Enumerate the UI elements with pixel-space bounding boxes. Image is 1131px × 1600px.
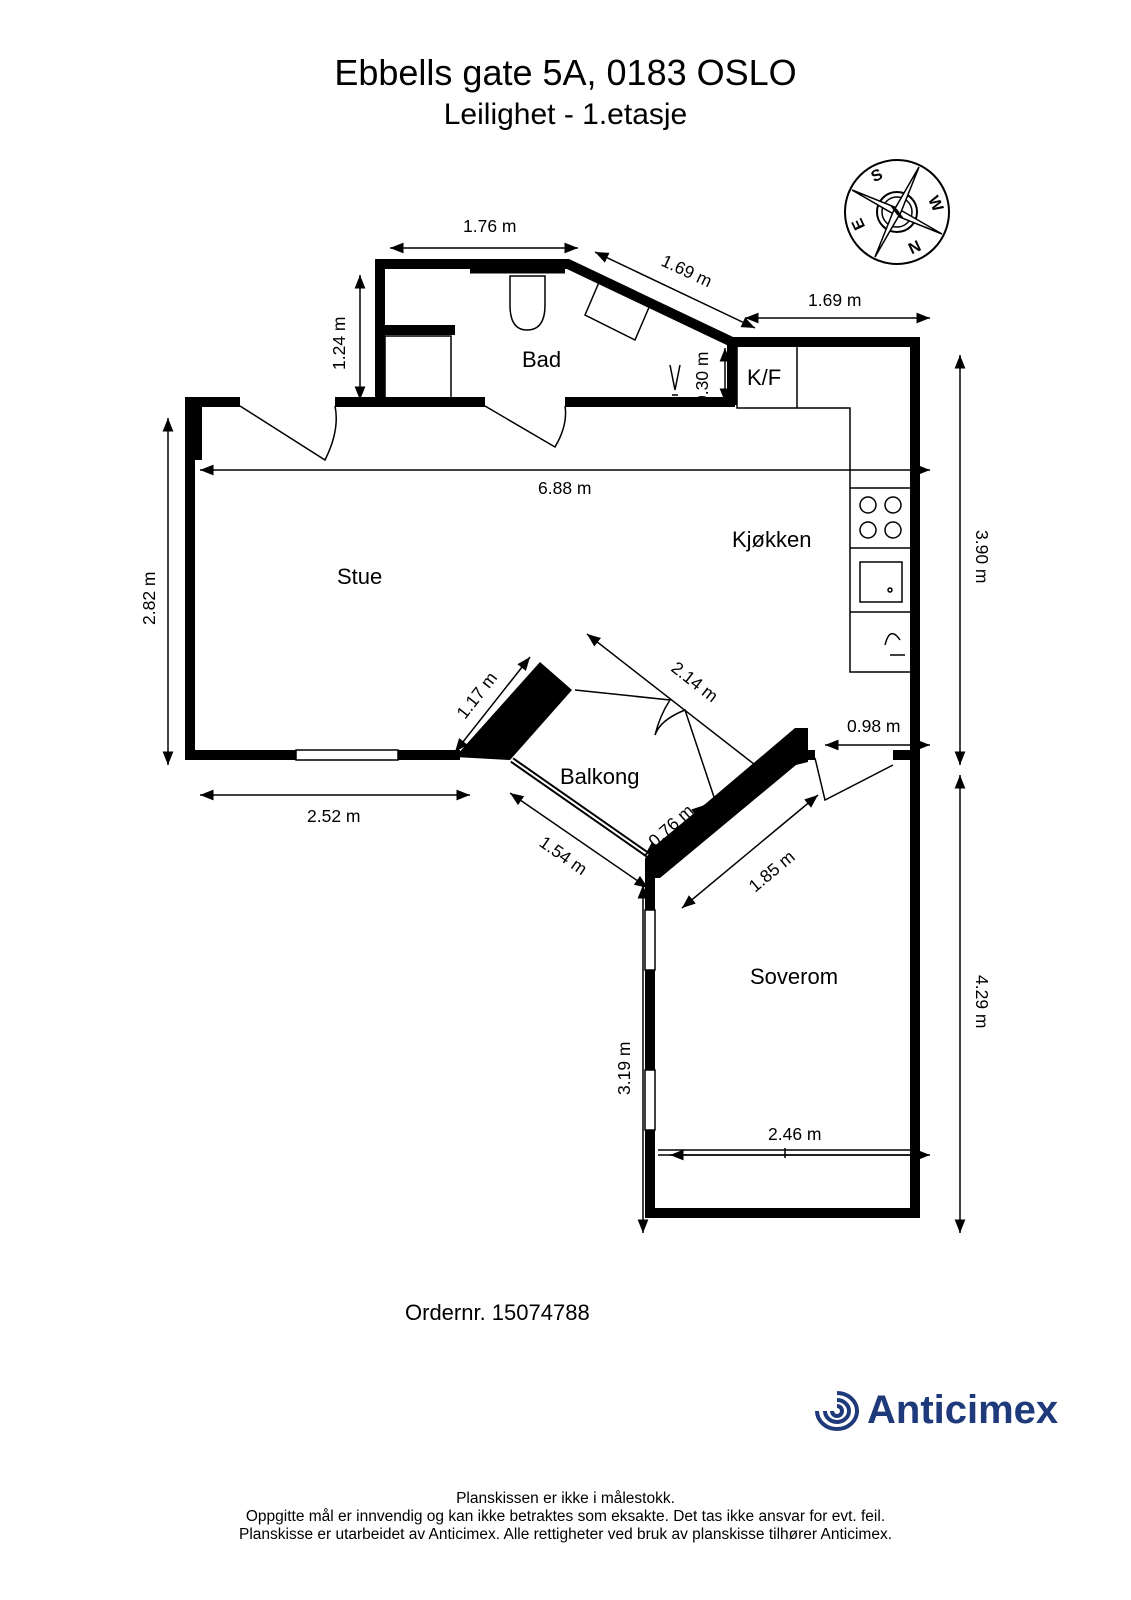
anticimex-swirl-icon (815, 1390, 859, 1431)
svg-text:3.19 m: 3.19 m (614, 1042, 634, 1096)
anticimex-logo: Anticimex (815, 1388, 1058, 1433)
dimension-labels: 1.76 m 1.69 m 1.69 m 1.24 m 0.30 m 6.88 … (139, 216, 992, 1144)
svg-text:2.46 m: 2.46 m (768, 1124, 822, 1144)
walls (185, 259, 920, 1218)
disclaimer-line: Oppgitte mål er innvendig og kan ikke be… (245, 1508, 886, 1525)
room-soverom: Soverom (750, 964, 838, 989)
svg-text:1.54 m: 1.54 m (536, 832, 591, 879)
compass-label-e: E (849, 215, 869, 232)
svg-text:1.76 m: 1.76 m (463, 216, 517, 236)
disclaimer: Planskissen er ikke i målestokk. Oppgitt… (0, 1490, 1131, 1544)
disclaimer-line: Planskissen er ikke i målestokk. (456, 1490, 675, 1507)
bathroom-fixtures (384, 275, 681, 399)
svg-text:4.29 m: 4.29 m (972, 975, 992, 1029)
room-stue: Stue (337, 564, 382, 589)
compass-icon: S W N E (844, 159, 950, 265)
floor-plan: S W N E (139, 159, 992, 1233)
svg-text:1.69 m: 1.69 m (658, 250, 715, 291)
room-kjokken: Kjøkken (732, 527, 811, 552)
svg-text:1.85 m: 1.85 m (745, 846, 799, 896)
svg-text:2.82 m: 2.82 m (139, 572, 159, 626)
svg-text:3.90 m: 3.90 m (972, 530, 992, 584)
svg-text:2.52 m: 2.52 m (307, 806, 361, 826)
address-title: Ebbells gate 5A, 0183 OSLO (334, 52, 797, 93)
compass-label-s: S (869, 166, 886, 186)
dimension-lines (162, 242, 966, 1233)
brand-name: Anticimex (867, 1388, 1059, 1432)
svg-text:1.24 m: 1.24 m (329, 317, 349, 371)
compass-label-w: W (924, 194, 946, 216)
svg-text:0.98 m: 0.98 m (847, 716, 901, 736)
compass-label-n: N (906, 238, 924, 258)
room-bad: Bad (522, 347, 561, 372)
order-number: Ordernr. 15074788 (405, 1300, 590, 1325)
floor-subtitle: Leilighet - 1.etasje (443, 98, 688, 131)
disclaimer-line: Planskisse er utarbeidet av Anticimex. A… (238, 1526, 892, 1543)
room-balkong: Balkong (560, 764, 640, 789)
svg-text:2.14 m: 2.14 m (668, 657, 722, 706)
svg-text:6.88 m: 6.88 m (538, 478, 592, 498)
room-labels: Bad K/F Kjøkken Stue Balkong Soverom (337, 347, 838, 989)
room-kf: K/F (747, 365, 781, 390)
svg-text:0.30 m: 0.30 m (692, 352, 712, 406)
svg-text:1.69 m: 1.69 m (808, 290, 862, 310)
